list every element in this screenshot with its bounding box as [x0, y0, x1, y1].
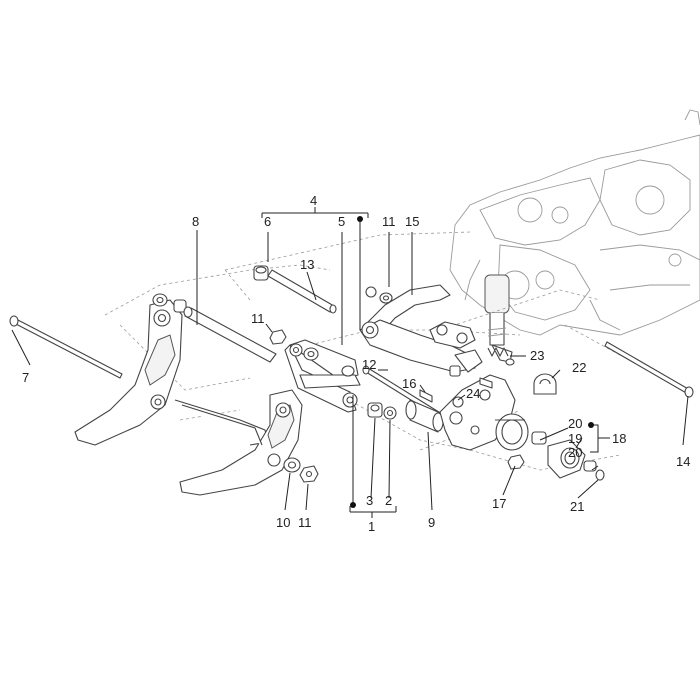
- callout-20: 20: [568, 416, 582, 431]
- callout-15: 15: [405, 214, 419, 229]
- leader-lines: [11, 207, 689, 518]
- washer-21: [595, 469, 605, 481]
- stand-bushes: [152, 293, 187, 313]
- engine-bracket: [419, 374, 529, 470]
- callout-22: 22: [572, 360, 586, 375]
- callout-13: 13: [300, 257, 314, 272]
- callout-11: 11: [251, 311, 265, 326]
- callout-14: 14: [676, 454, 690, 469]
- callout-16: 16: [402, 376, 416, 391]
- callout-11: 11: [298, 515, 312, 530]
- callout-9: 9: [428, 515, 435, 530]
- callout-1: 1: [368, 519, 375, 534]
- bush-9: [405, 399, 444, 433]
- callout-8: 8: [192, 214, 199, 229]
- callout-11: 11: [382, 214, 396, 229]
- callout-2: 2: [385, 493, 392, 508]
- callout-labels: 4 8 6 5 11 15 13 11 12 16 23 22 24 7 20 …: [22, 193, 690, 534]
- silent-block-19: [547, 439, 586, 479]
- callout-20: 20: [568, 445, 582, 460]
- long-bolt-7: [9, 315, 123, 379]
- bush-6: [253, 265, 269, 281]
- callout-3: 3: [366, 493, 373, 508]
- callout-24: 24: [466, 386, 480, 401]
- spacer-3: [367, 402, 383, 418]
- callout-6: 6: [264, 214, 271, 229]
- callout-4: 4: [310, 193, 317, 208]
- callout-12: 12: [362, 357, 376, 372]
- bush-22: [533, 373, 557, 395]
- callout-19: 19: [568, 431, 582, 446]
- nut-11-left: [269, 329, 287, 345]
- tube-13: [267, 269, 337, 314]
- assembly-outlines: [104, 231, 641, 471]
- group-dots: [350, 216, 594, 508]
- shaft-8: [183, 306, 277, 363]
- callout-7: 7: [22, 370, 29, 385]
- washer-2: [383, 406, 397, 420]
- upper-link: [359, 284, 515, 377]
- callout-10: 10: [276, 515, 290, 530]
- bush-20: [531, 431, 597, 472]
- washer-11-15: [365, 286, 393, 304]
- engine-assembly: [449, 109, 700, 363]
- bolt-14: [604, 341, 694, 398]
- callout-18: 18: [612, 431, 626, 446]
- main-stand: [74, 299, 319, 496]
- callout-17: 17: [492, 496, 506, 511]
- callout-23: 23: [530, 348, 544, 363]
- callout-21: 21: [570, 499, 584, 514]
- callout-5: 5: [338, 214, 345, 229]
